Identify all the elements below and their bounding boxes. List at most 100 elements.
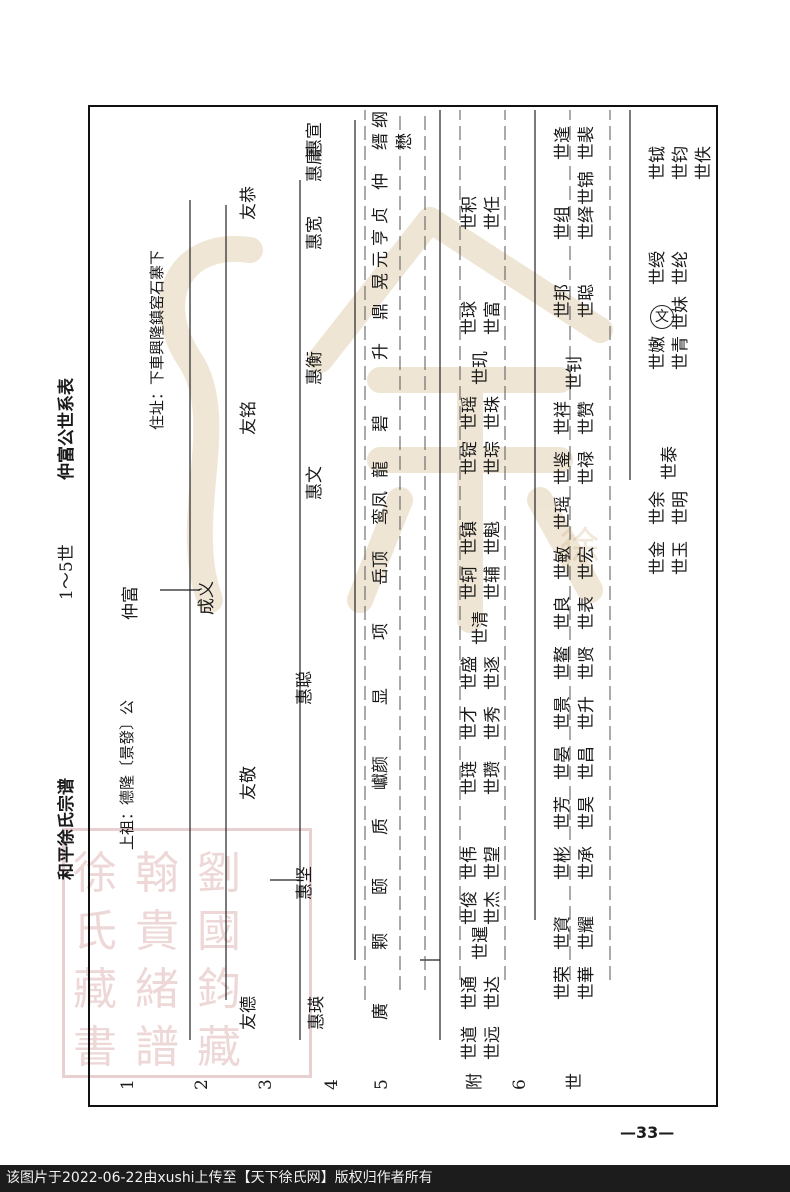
name-gen5: 亨 xyxy=(371,229,391,246)
name-gen7: 世钧 xyxy=(671,146,691,180)
copyright-footer: 该图片于2022-06-22由xushi上传至【天下徐氏网】版权归作者所有 xyxy=(0,1165,790,1192)
name-gen6: 世禄 xyxy=(577,451,597,485)
name-fu: 世通 xyxy=(460,976,480,1010)
name-gen7: 世泰 xyxy=(660,446,680,480)
name-gen7: 世绶 xyxy=(648,251,668,285)
name-gen1: 仲富 xyxy=(121,586,141,620)
name-gen5: 鼎 xyxy=(371,303,391,320)
name-gen3: 友德 xyxy=(239,996,259,1030)
name-gen4: 惠坚 xyxy=(295,866,315,900)
name-fu: 世道 xyxy=(460,1026,480,1060)
name-gen6: 世芳 xyxy=(553,796,573,830)
name-gen6: 世绎 xyxy=(577,206,597,240)
name-gen5: 鸾凤 xyxy=(371,491,391,525)
name-gen6: 世裴 xyxy=(577,126,597,160)
name-fu: 世逐 xyxy=(483,656,503,690)
name-gen6: 世鉴 xyxy=(553,451,573,485)
name-gen5: 质 xyxy=(371,818,391,835)
ancestor-line: 上祖：德隆〔景發〕公 xyxy=(118,699,136,850)
name-gen6: 世耀 xyxy=(577,916,597,950)
name-gen7: 世钺 xyxy=(648,146,668,180)
collector-seal: 徐 氏 藏 書 翰 貴 緒 譜 劉 國 鈞 藏 xyxy=(62,828,312,1078)
name-gen5: 颐 xyxy=(371,878,391,895)
name-gen6: 世彬 xyxy=(553,846,573,880)
gen-label-1: 1 xyxy=(118,1079,138,1090)
name-gen5: 升 xyxy=(371,343,391,360)
name-gen7: 世明 xyxy=(671,491,691,525)
name-fu: 世球 xyxy=(460,301,480,335)
name-gen6: 世组 xyxy=(553,206,573,240)
name-gen6: 世承 xyxy=(577,846,597,880)
gen-label-5: 5 xyxy=(372,1079,392,1090)
name-gen7: 世青 xyxy=(671,336,691,370)
name-gen5: 项 xyxy=(371,623,391,640)
name-gen5: 廣 xyxy=(371,1003,391,1020)
name-fu: 世清 xyxy=(471,611,491,645)
name-gen5: 贞 xyxy=(371,207,391,224)
residence-line: 住址：下車興隆鎮窑石寨下 xyxy=(148,249,166,430)
name-gen6: 世瑶 xyxy=(553,496,573,530)
name-gen7: 世纶 xyxy=(671,251,691,285)
name-fu: 世盛 xyxy=(460,656,480,690)
seal-char: 鈞 xyxy=(197,964,241,1015)
name-gen4: 惠聪 xyxy=(295,671,315,705)
seal-char: 翰 xyxy=(135,848,179,899)
name-gen6: 世祥 xyxy=(553,401,573,435)
name-fu: 世瑶 xyxy=(460,396,480,430)
gen-label-2: 2 xyxy=(192,1079,212,1090)
seal-char: 徐 xyxy=(73,848,117,899)
gen-label-shi: 世 xyxy=(565,1073,585,1090)
name-gen5: 缙 xyxy=(371,133,391,150)
name-gen6: 世升 xyxy=(577,696,597,730)
name-gen3: 友铭 xyxy=(239,401,259,435)
gen-label-4: 4 xyxy=(322,1079,342,1090)
name-gen6: 世鳌 xyxy=(553,646,573,680)
name-fu: 世伟 xyxy=(460,846,480,880)
name-fu: 世琮 xyxy=(483,441,503,475)
name-gen7: 世玉 xyxy=(671,541,691,575)
name-fu: 世暹 xyxy=(471,926,491,960)
name-gen7: 世佚 xyxy=(694,146,714,180)
name-gen3: 友敬 xyxy=(239,766,259,800)
name-gen5: 懋 xyxy=(395,133,415,150)
name-gen6: 世贤 xyxy=(577,646,597,680)
seal-char: 緒 xyxy=(135,964,179,1015)
watermark-text: 徐 xyxy=(560,524,600,570)
name-fu: 世轲 xyxy=(460,566,480,600)
name-fu: 世达 xyxy=(483,976,503,1010)
name-gen5: 元 xyxy=(371,251,391,268)
name-gen6: 世钊 xyxy=(565,356,585,390)
name-fu: 世才 xyxy=(460,706,480,740)
seal-char: 藏 xyxy=(73,964,117,1015)
name-gen4: 惠宽 xyxy=(305,216,325,250)
name-gen6: 世宏 xyxy=(577,546,597,580)
name-gen6: 世锦 xyxy=(577,171,597,205)
name-fu: 世锭 xyxy=(460,441,480,475)
name-gen5: 龍 xyxy=(371,461,391,478)
name-gen4: 惠文 xyxy=(305,466,325,500)
name-gen6: 世表 xyxy=(577,596,597,630)
name-fu: 世魁 xyxy=(483,521,503,555)
name-gen6: 世良 xyxy=(553,596,573,630)
name-gen6: 世景 xyxy=(553,696,573,730)
name-fu: 世任 xyxy=(483,196,503,230)
seal-char: 國 xyxy=(197,906,241,957)
name-gen6: 世晏 xyxy=(553,746,573,780)
name-gen7: 世金 xyxy=(648,541,668,575)
seal-char: 藏 xyxy=(197,1022,241,1073)
name-gen7: 世嫩 xyxy=(648,336,668,370)
name-fu: 世镇 xyxy=(460,521,480,555)
name-fu: 世玑 xyxy=(471,351,491,385)
page-number: —33— xyxy=(620,1123,675,1142)
name-gen5: 仲 xyxy=(371,173,391,190)
name-gen6: 世聪 xyxy=(577,284,597,318)
name-fu: 世瓒 xyxy=(483,761,503,795)
seal-char: 氏 xyxy=(73,906,117,957)
name-gen4: 惠瑛 xyxy=(307,996,327,1030)
name-fu: 世珠 xyxy=(483,396,503,430)
name-fu: 世杰 xyxy=(483,891,503,925)
name-gen5: 岳顶 xyxy=(371,551,391,585)
gen-label-6: 6 xyxy=(510,1079,530,1090)
